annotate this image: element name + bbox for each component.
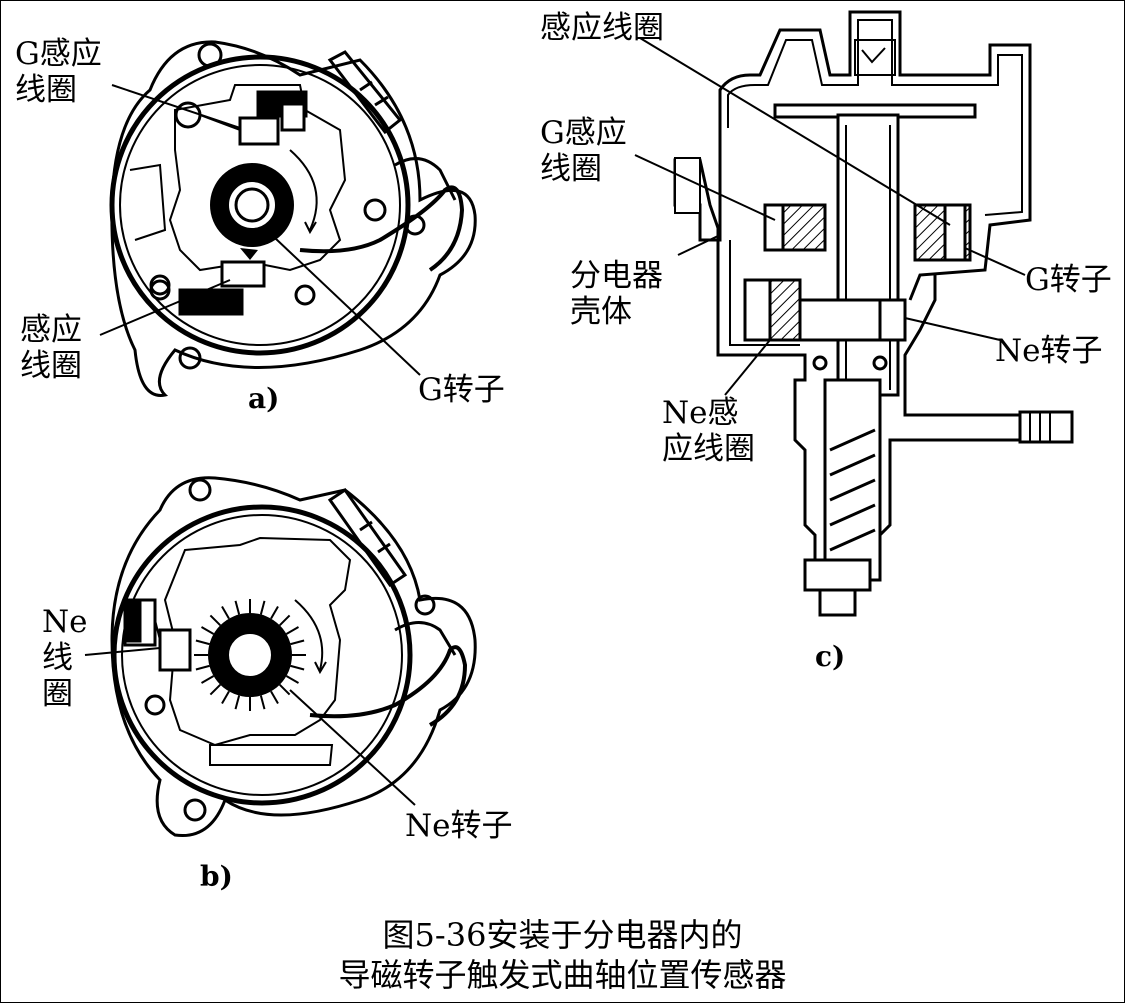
label-a-g-rotor: G转子 [418,372,505,408]
leader-c-housing [677,234,721,256]
ne-rotor-tooth [195,639,210,646]
panel-b-outer-ring [111,504,413,806]
ne-rotor-tooth [195,664,210,671]
caption-line-1: 图5-36安装于分电器内的 [382,916,743,954]
ne-rotor-tooth [285,675,299,684]
label-c-housing: 分电器 壳体 [570,258,663,330]
panel-a-hole [197,42,223,68]
panel-a-coil [220,260,266,288]
caption-line-2: 导磁转子触发式曲轴位置传感器 [338,956,787,994]
panel-a-outer-ring [109,54,411,356]
ne-rotor-tooth [221,606,230,620]
panel-b-wiring [309,645,468,727]
panel-a-rotation-arrow [289,149,318,231]
ne-rotor-tooth [270,606,279,620]
panel-c-leaders [634,37,1026,396]
panel-c-side-tube [1018,410,1074,444]
label-c-ne-coil: Ne感 应线圈 [662,395,755,467]
panel-b-hole [414,594,436,616]
label-c-coil-top: 感应线圈 [540,10,664,46]
label-c-ne-rotor: Ne转子 [995,333,1103,369]
ne-rotor-tooth [259,695,266,710]
panel-b-ne-rotor [194,599,306,711]
leader-a-g-coil [111,84,241,129]
ne-rotor-tooth [278,614,291,627]
panel-c-housing-cap [718,10,1032,301]
label-a-coil: 感应 线圈 [20,312,82,384]
panel-c-drive-gear [803,558,872,592]
panel-a-wiring [299,185,465,272]
ne-rotor-tooth [278,683,291,696]
panel-b-hole [188,478,212,502]
ne-rotor-tooth [234,695,241,710]
ne-rotor-tooth [285,626,299,635]
panel-a-hole [363,198,387,222]
leader-c-coil-top [639,37,951,226]
panel-a-hole [294,284,316,306]
ne-rotor-tooth [209,683,222,696]
panel-b-hole [144,694,166,716]
sub-label-b: b) [200,860,233,893]
leader-c-ne-rotor [904,317,1001,341]
label-c-g-rotor: G转子 [1025,262,1112,298]
label-c-g-coil: G感应 线圈 [540,115,627,187]
panel-b-tube [327,487,408,588]
leader-b-ne-rotor [289,689,416,806]
leader-c-g-rotor [964,247,1026,276]
leader-b-ne-coil [84,647,161,656]
panel-a-hole [178,346,202,370]
ne-rotor-tooth [234,600,241,615]
ne-rotor-tooth [221,690,230,704]
ne-rotor-tooth [290,639,305,646]
leader-a-g-rotor [274,237,421,376]
panel-a-leaders [99,84,421,376]
panel-a-inner-ring [119,64,401,346]
leader-c-g-coil [634,154,776,221]
ne-rotor-tooth [270,690,279,704]
panel-b-plate [163,536,352,747]
panel-b-ne-coil [158,628,192,672]
panel-b-rotation-arrow [294,599,324,671]
panel-a-tube [327,50,403,135]
label-b-ne-coil: Ne 线 圈 [42,604,88,712]
panel-c-bearing [812,355,828,371]
ne-rotor-tooth [201,675,215,684]
sub-label-c: c) [815,640,846,673]
label-b-ne-rotor: Ne转子 [405,808,513,844]
panel-b-drawing [110,476,477,838]
leader-c-ne-coil [724,339,771,396]
sub-label-a: a) [248,382,280,415]
panel-c-drawing [673,10,1074,617]
leader-a-coil [99,279,231,336]
ne-rotor-tooth [201,626,215,635]
label-a-g-coil: G感应 线圈 [15,36,102,108]
ne-rotor-tooth [259,600,266,615]
panel-b-inner-ring [121,514,403,796]
panel-c-bearing [872,355,888,371]
ne-rotor-tooth [290,664,305,671]
panel-a-g-coil [238,116,280,146]
panel-a-drawing [109,40,477,397]
ne-rotor-tooth [209,614,222,627]
panel-b-hole [183,798,207,822]
panel-b-leaders [84,647,416,806]
panel-a-flange [110,40,477,397]
